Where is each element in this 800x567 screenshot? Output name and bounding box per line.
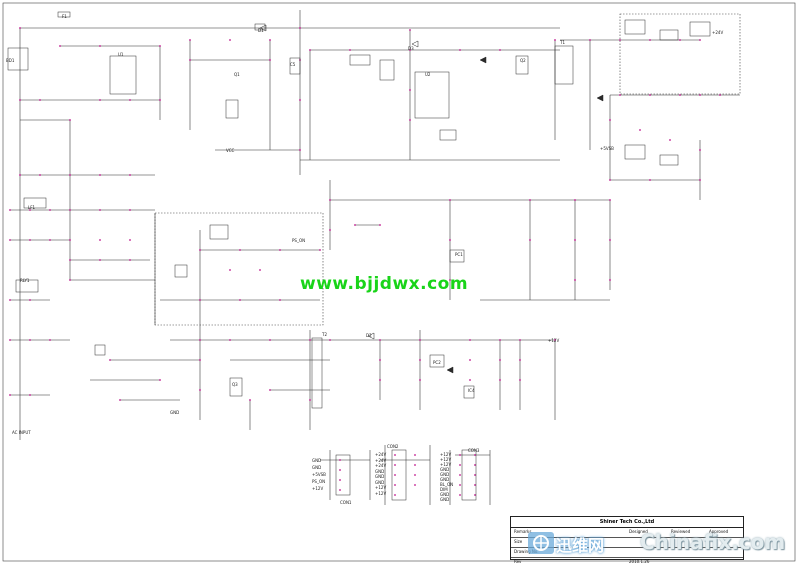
connector-pin-label: GND — [312, 465, 322, 470]
con3-label: CON3 — [468, 448, 480, 453]
title-row-approved: Approved — [709, 529, 729, 534]
standby-transformer-label: T2 — [322, 332, 327, 337]
connector-pin-label: +24V — [375, 463, 387, 468]
out-12v-label: +12V — [548, 338, 560, 343]
title-block-company: Shiner Tech Co.,Ltd — [511, 517, 743, 528]
connector-pin-label: GND — [375, 468, 385, 474]
title-row-designed: Designed — [629, 529, 648, 534]
connector-pin-label: +12V — [375, 485, 387, 490]
title-row-remarks: Remarks Designed Reviewed Approved — [511, 527, 743, 538]
pwm-ic-label: U2 — [425, 72, 431, 77]
main-mosfet-label: Q2 — [520, 58, 526, 63]
line-filter-label: LF1 — [28, 205, 36, 210]
connector-pin-label: PS_ON — [312, 479, 326, 484]
opto1-label: PC1 — [455, 252, 463, 257]
pfc-ic-label: U1 — [118, 52, 124, 57]
connector-pin-label: DIM — [440, 487, 448, 492]
connector-pin-label: GND — [440, 492, 450, 497]
opto2-label: PC2 — [433, 360, 441, 365]
connector-pin-label: GND — [375, 479, 385, 485]
connector-pin-label: GND — [440, 467, 450, 472]
ac-input-label: AC INPUT — [12, 430, 31, 435]
connector-pin-label: +24V — [375, 452, 387, 457]
title-row-label: Drawing No. — [514, 549, 539, 554]
title-row-size: Size — [511, 537, 743, 548]
connector-pin-label: +24V — [375, 457, 387, 463]
fuse-label: F1 — [62, 14, 67, 19]
connector-pin-label: +12V — [440, 452, 452, 457]
watermark-site: Chinafix.com — [640, 530, 786, 554]
bridge-label: BD1 — [6, 58, 15, 63]
connector-pin-label: +12V — [312, 486, 324, 491]
title-row-date: 2010.1.26 — [629, 559, 650, 564]
connector-pin-label: +12V — [440, 457, 452, 462]
pin-dots — [9, 27, 721, 496]
ps-on-label: PS_ON — [292, 238, 306, 243]
watermark-logo-text: 迅维网 — [556, 536, 605, 555]
connector-pin-label: +12V — [375, 490, 387, 496]
connector-pin-label: +12V — [440, 462, 452, 467]
title-row-label: Remarks — [514, 529, 532, 534]
relay-label: RLY1 — [20, 278, 30, 283]
title-row-reviewed: Reviewed — [671, 529, 691, 534]
d2-label: D2 — [366, 333, 372, 338]
vcc-label: VCC — [226, 148, 235, 153]
title-row-label: Rev — [514, 559, 522, 564]
title-row-drawing: Drawing No. — [511, 547, 743, 558]
title-row-label: Size — [514, 539, 523, 544]
dimming-section-box — [154, 212, 324, 326]
pfc-mosfet-label: Q1 — [234, 72, 240, 77]
main-transformer-label: T1 — [560, 40, 565, 45]
connector-pin-label: GND — [375, 474, 385, 479]
tl431-label: IC4 — [468, 388, 475, 393]
title-row-rev: Rev 2010.1.26 — [511, 557, 743, 567]
con1-label: CON1 — [340, 500, 352, 505]
wire-network — [10, 10, 740, 505]
gnd-label: GND — [170, 410, 180, 415]
connector-pin-label: BL_ON — [440, 482, 454, 487]
chinafix-logo-icon — [528, 532, 554, 554]
connector-pin-label: +5VSB — [312, 472, 326, 477]
standby-mosfet-label: Q3 — [232, 382, 238, 387]
connector-pin-label: GND — [440, 497, 450, 502]
component-symbols — [7, 11, 711, 501]
d1-label: D1 — [258, 28, 264, 33]
out-5v-label: +5VSB — [600, 146, 614, 151]
connector-pin-label: GND — [440, 472, 450, 477]
connector-pin-label: GND — [312, 458, 322, 463]
d3-label: D3 — [408, 46, 414, 51]
bulk-cap-label: C5 — [290, 62, 296, 67]
watermark-url: www.bjjdwx.com — [300, 274, 469, 294]
out-24v-label: +24V — [712, 30, 724, 35]
connector-pin-label: GND — [440, 477, 450, 482]
con2-label: CON2 — [387, 444, 399, 449]
output-section-box — [619, 13, 741, 95]
